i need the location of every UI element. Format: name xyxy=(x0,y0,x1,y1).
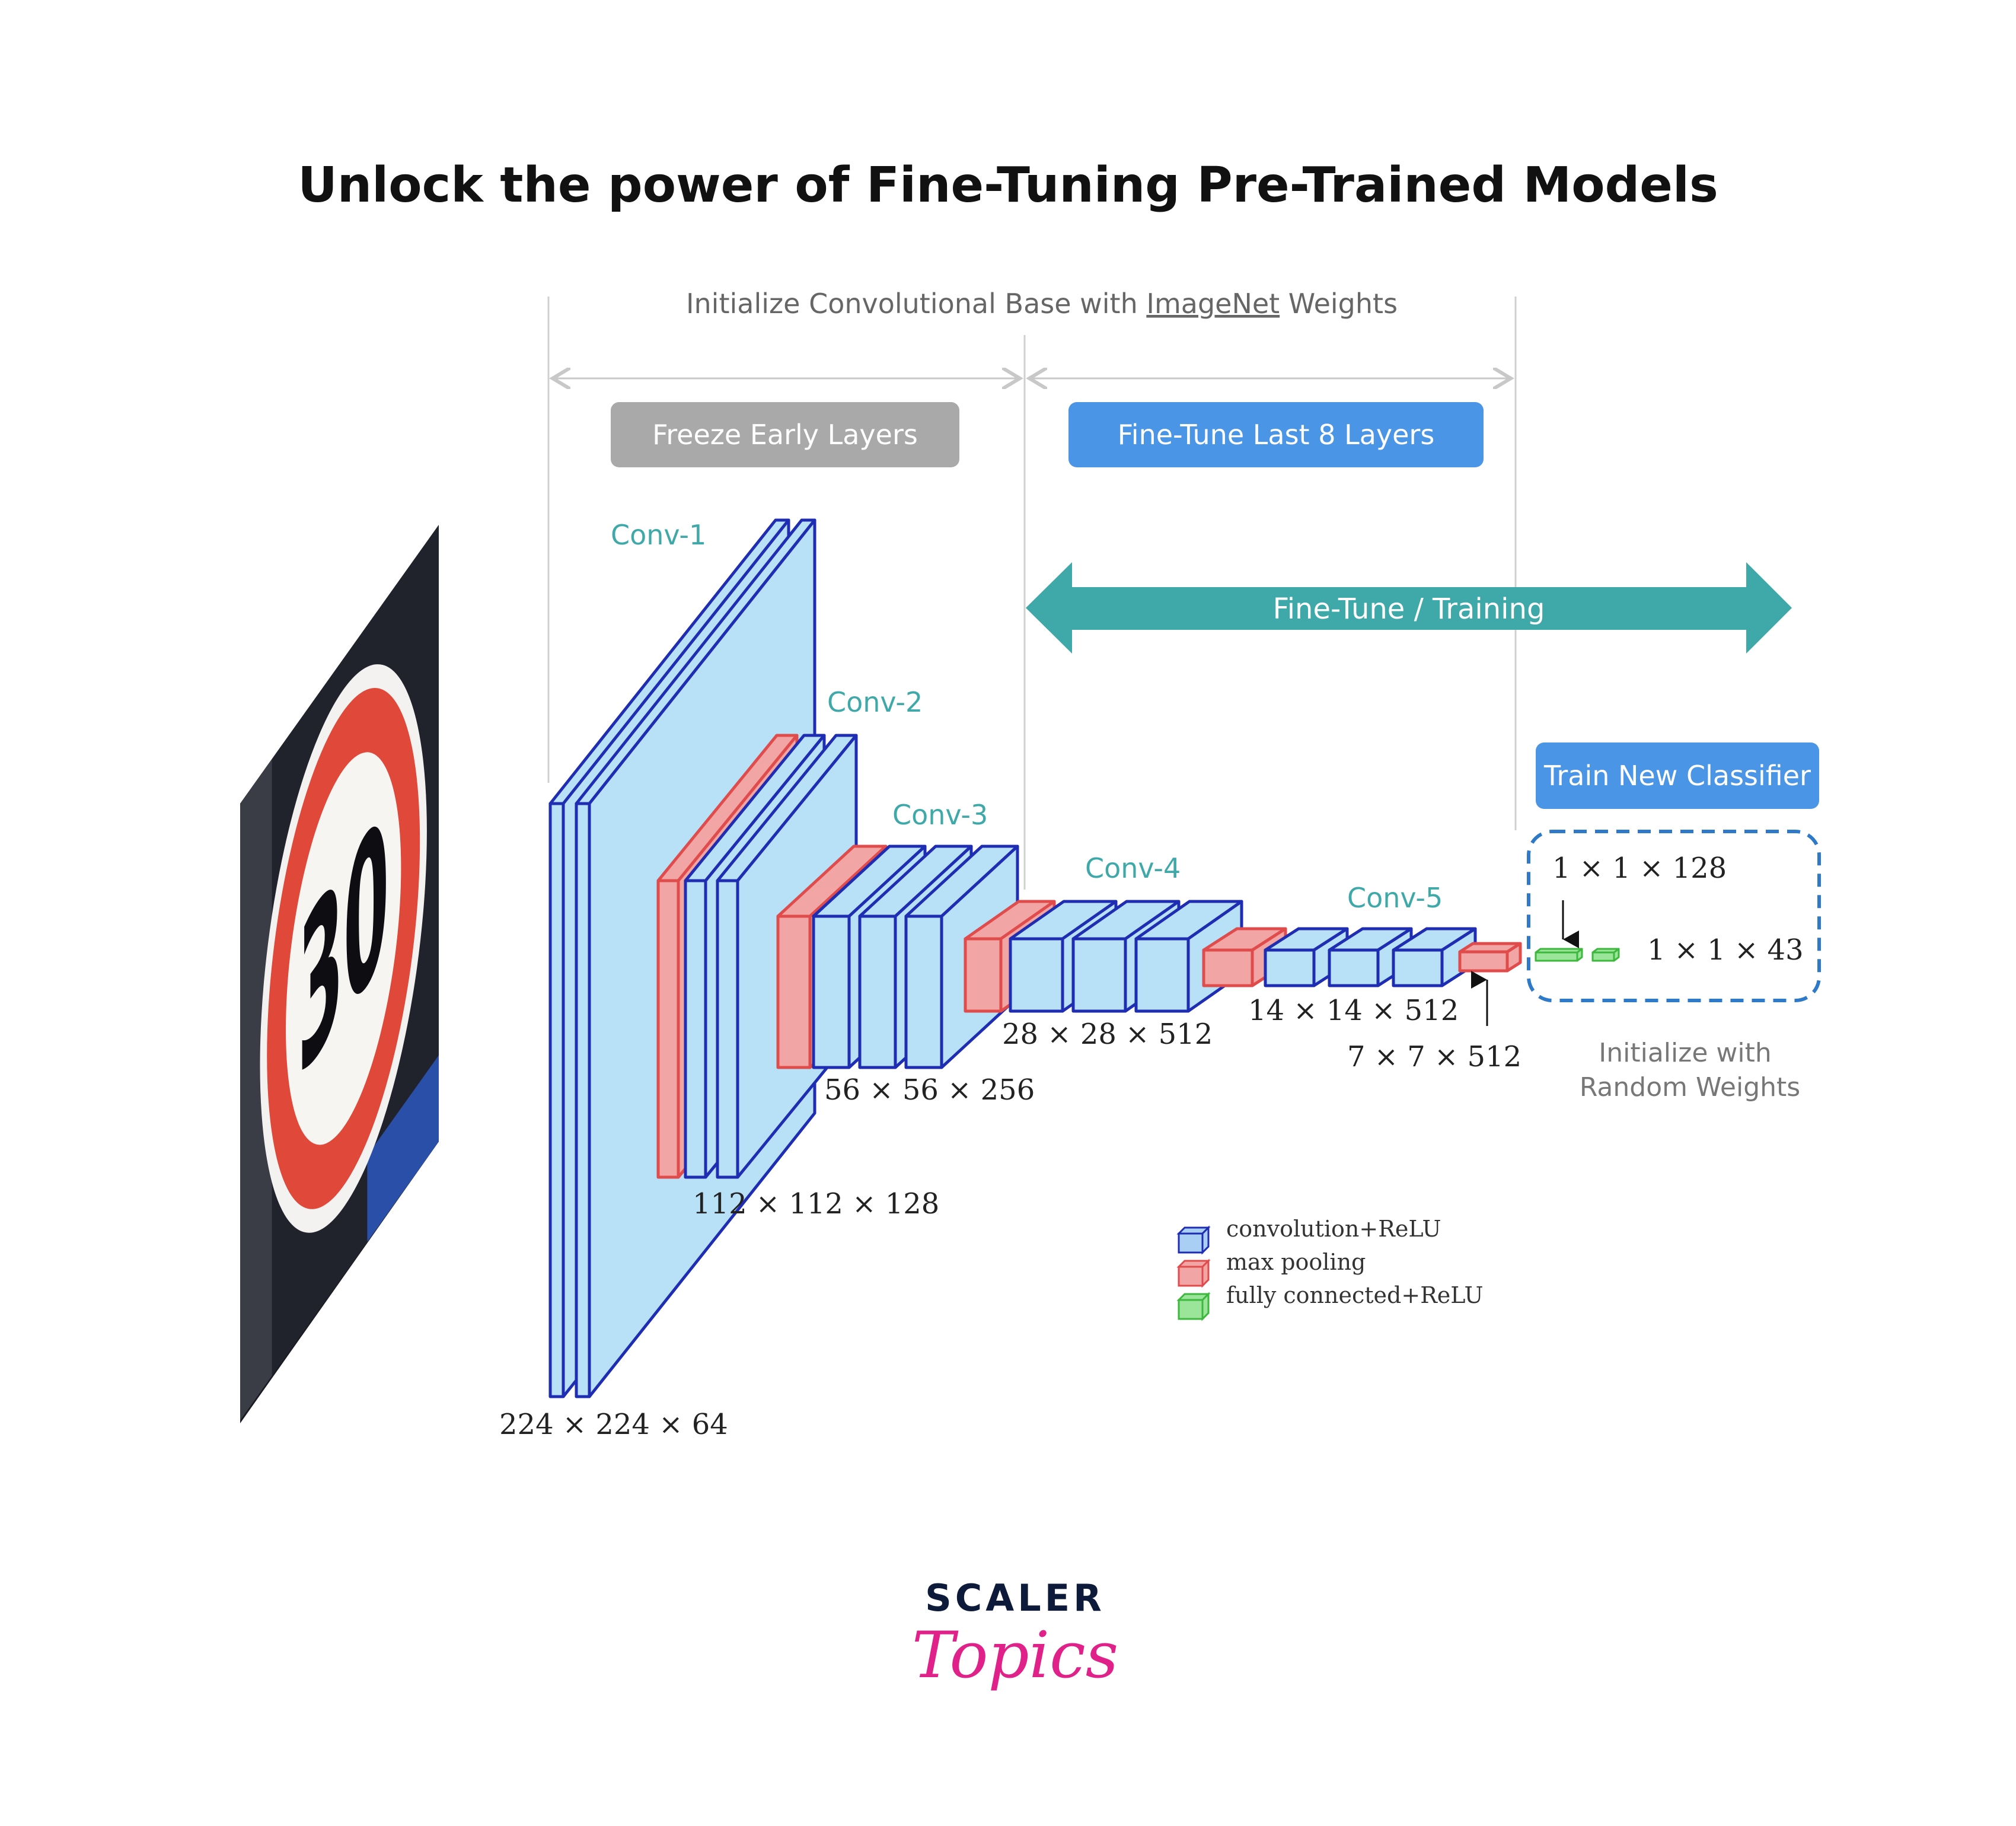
classifier-note-line2: Random Weights xyxy=(1580,1072,1800,1102)
brand-topics: Topics xyxy=(912,1618,1118,1693)
legend-pool-label: max pooling xyxy=(1226,1249,1366,1275)
conv4-label: Conv-4 xyxy=(1085,852,1181,884)
freeze-badge: Freeze Early Layers xyxy=(611,402,959,467)
finetune-badge: Fine-Tune Last 8 Layers xyxy=(1068,402,1484,467)
conv3-label: Conv-3 xyxy=(892,799,988,831)
imagenet-link: ImageNet xyxy=(1146,288,1280,320)
conv1-label: Conv-1 xyxy=(611,519,706,551)
fc-43-layer xyxy=(1591,948,1620,962)
conv3-layer-c xyxy=(904,845,1019,1069)
legend-pool-swatch xyxy=(1176,1258,1211,1288)
scaler-topics-logo: SCALER Topics xyxy=(912,1576,1118,1693)
legend-conv-swatch xyxy=(1176,1225,1211,1255)
freeze-badge-label: Freeze Early Layers xyxy=(652,419,918,451)
dim-112: 112 × 112 × 128 xyxy=(693,1187,939,1220)
classifier-badge: Train New Classifier xyxy=(1536,742,1819,809)
conv4-layer-c xyxy=(1134,900,1243,1013)
brand-scaler: SCALER xyxy=(925,1576,1105,1620)
classifier-note-line1: Initialize with xyxy=(1599,1038,1771,1068)
fc-128-layer xyxy=(1535,948,1583,962)
page-title: Unlock the power of Fine-Tuning Pre-Trai… xyxy=(298,157,1718,213)
legend: convolution+ReLU max pooling fully conne… xyxy=(1176,1216,1483,1321)
legend-fc-swatch xyxy=(1176,1292,1211,1321)
legend-conv-label: convolution+ReLU xyxy=(1226,1216,1441,1242)
legend-fc-label: fully connected+ReLU xyxy=(1226,1282,1483,1308)
pool5-layer xyxy=(1458,942,1522,973)
dim-7: 7 × 7 × 512 xyxy=(1347,1040,1521,1073)
conv2-label: Conv-2 xyxy=(827,686,923,718)
dim-fc43: 1 × 1 × 43 xyxy=(1647,933,1804,967)
conv5-label: Conv-5 xyxy=(1347,882,1443,914)
finetune-training-arrow: Fine-Tune / Training xyxy=(1026,562,1792,654)
dim-fc128: 1 × 1 × 128 xyxy=(1552,852,1727,885)
dim-56: 56 × 56 × 256 xyxy=(824,1073,1035,1107)
dim-28: 28 × 28 × 512 xyxy=(1002,1018,1213,1051)
finetune-training-label: Fine-Tune / Training xyxy=(1273,592,1545,626)
classifier-dashed-box xyxy=(1527,830,1821,1002)
input-image: 30 xyxy=(240,525,439,1423)
dim-14: 14 × 14 × 512 xyxy=(1248,994,1459,1027)
dim-224: 224 × 224 × 64 xyxy=(499,1408,728,1441)
init-weights-label: Initialize Convolutional Base with Image… xyxy=(686,288,1398,320)
classifier-badge-label: Train New Classifier xyxy=(1543,760,1811,792)
finetune-badge-label: Fine-Tune Last 8 Layers xyxy=(1118,419,1435,451)
layer-stack xyxy=(548,518,1620,1398)
